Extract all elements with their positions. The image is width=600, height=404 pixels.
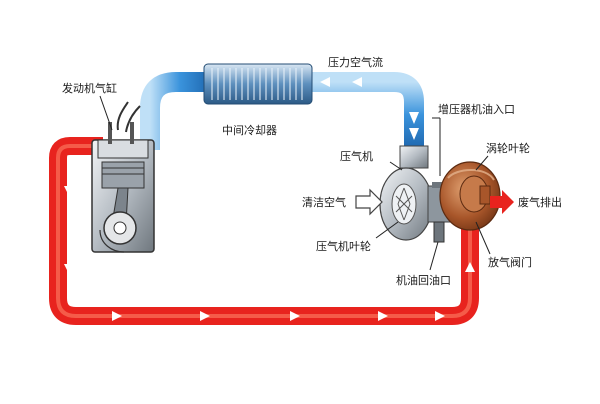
intake-pipe-engine — [140, 72, 210, 150]
exhaust-out-arrow — [490, 190, 514, 214]
label-pressurized-air-flow: 压力空气流 — [328, 55, 383, 69]
label-turbine-wheel: 涡轮叶轮 — [486, 141, 530, 155]
clean-air-arrow — [355, 188, 383, 216]
intake-flow-arrows — [320, 77, 419, 140]
label-oil-return: 机油回油口 — [396, 273, 451, 287]
compressor-housing — [379, 145, 433, 241]
intake-pipe-compressor — [305, 72, 424, 148]
label-exhaust-out: 废气排出 — [518, 195, 562, 209]
label-compressor: 压气机 — [340, 149, 373, 163]
exhaust-flow-arrows — [64, 186, 475, 321]
oil-return-port — [433, 221, 445, 243]
label-clean-air: 清洁空气 — [302, 195, 346, 209]
compressor-wheel — [395, 187, 413, 221]
label-engine-cylinder: 发动机气缸 — [62, 81, 117, 95]
engine-cylinder — [91, 101, 155, 253]
label-intercooler: 中间冷却器 — [222, 124, 277, 137]
label-turbo-oil-inlet: 增压器机油入口 — [438, 102, 515, 116]
turbocharger — [379, 145, 501, 243]
intercooler — [203, 63, 313, 105]
label-wastegate: 放气阀门 — [488, 255, 532, 269]
leader-lines — [99, 95, 491, 271]
label-compressor-wheel: 压气机叶轮 — [316, 239, 371, 253]
